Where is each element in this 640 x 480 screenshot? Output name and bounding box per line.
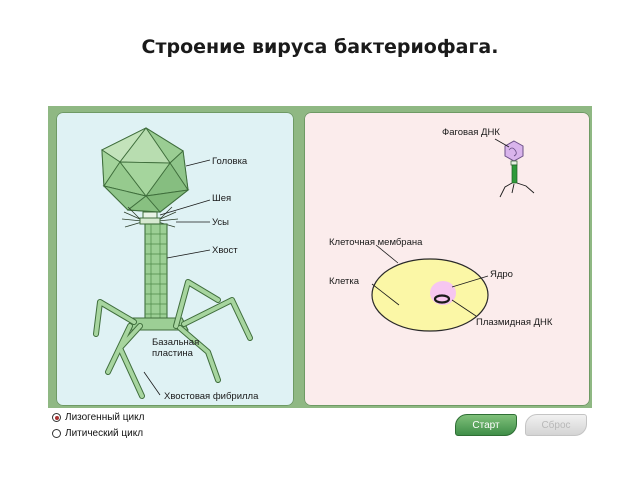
radio-lysogenic-circle[interactable] (52, 413, 61, 422)
label-cell-membrane: Клеточная мембрана (329, 237, 423, 248)
label-cell: Клетка (329, 276, 360, 287)
label-neck: Шея (212, 193, 231, 204)
label-plasmid-dna: Плазмидная ДНК (476, 317, 553, 328)
cell-leader-lines (371, 244, 489, 317)
radio-lysogenic[interactable]: Лизогенный цикл (52, 411, 144, 424)
label-tail: Хвост (212, 245, 238, 256)
phage-leader-lines (143, 159, 211, 396)
plasmid-ring (433, 294, 451, 304)
radio-lysogenic-label: Лизогенный цикл (65, 412, 145, 423)
label-base-plate-line2: пластина (152, 348, 194, 359)
phage-head (101, 127, 190, 213)
page-title-suffix: . (491, 36, 499, 58)
reset-button-label: Сброс (541, 419, 571, 431)
label-base-plate-line1: Базальная (152, 337, 199, 348)
reset-button[interactable]: Сброс (525, 414, 587, 436)
label-whiskers: Усы (212, 217, 229, 228)
bacterial-cell (371, 258, 489, 332)
label-head: Головка (212, 156, 248, 167)
page-title-text: Строение вируса бактериофага (141, 36, 492, 58)
start-button[interactable]: Старт (455, 414, 517, 436)
page-title: Строение вируса бактериофага. (0, 36, 640, 58)
radio-lytic-label: Литический цикл (65, 428, 144, 439)
radio-lytic-circle[interactable] (52, 429, 61, 438)
radio-selected-dot (54, 415, 59, 420)
label-phage-dna: Фаговая ДНК (442, 127, 500, 138)
small-phage (499, 140, 535, 198)
radio-lytic[interactable]: Литический цикл (52, 427, 143, 440)
start-button-label: Старт (472, 419, 500, 431)
phage-tail-fibers (93, 279, 253, 399)
label-nucleus: Ядро (490, 269, 513, 280)
phage-tail (144, 223, 168, 321)
phage-illustration (93, 127, 253, 399)
infection-panel (304, 112, 590, 406)
phage-neck (142, 211, 158, 219)
label-tail-fiber: Хвостовая фибрилла (164, 391, 259, 402)
